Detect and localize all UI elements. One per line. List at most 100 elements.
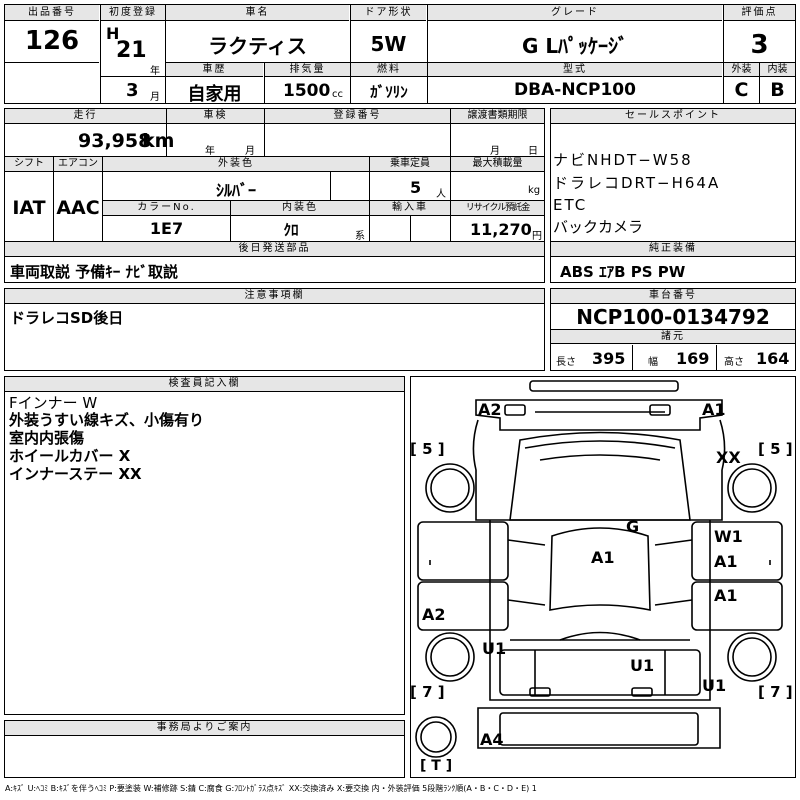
displacement: 1500: [283, 81, 331, 101]
sales-points-panel: [550, 108, 796, 283]
height: 164: [756, 349, 790, 368]
fuel-header: 燃料: [351, 63, 427, 77]
sales-point-item: ETC: [553, 196, 588, 214]
caution-header: 注意事項欄: [5, 289, 544, 304]
inspection-month-unit: 月: [245, 146, 255, 157]
interior-grade: B: [770, 79, 785, 101]
lot-number: 126: [24, 26, 80, 56]
chassis-number: NCP100-0134792: [576, 305, 770, 329]
damage-mark: XX: [716, 448, 741, 467]
exterior-grade: C: [734, 79, 749, 101]
later-parts-label: 後日発送部品: [238, 243, 311, 254]
exterior-label: 外装: [731, 64, 752, 75]
recycle-label: リサイクル預託金: [465, 203, 531, 213]
first-registration-label: 初度登録: [109, 7, 157, 18]
damage-mark: A1: [591, 548, 615, 567]
equipment-label: 純正装備: [649, 243, 697, 254]
damage-mark: U1: [630, 656, 655, 675]
damage-mark: W1: [714, 527, 743, 546]
shift-header: シフト: [5, 157, 53, 172]
vehicle-detail-panel: [4, 108, 545, 283]
transfer-deadline-label: 譲渡書類期限: [467, 110, 528, 121]
sales-point-item: バックカメラ: [553, 218, 644, 236]
damage-mark: A1: [714, 586, 738, 605]
inspector-label: 検査員記入欄: [168, 378, 241, 389]
caution-panel: [4, 288, 545, 371]
registration-month: 3: [126, 80, 139, 101]
ext-color-label: 外装色: [218, 158, 254, 169]
recycle-unit: 円: [532, 231, 542, 242]
grade-header: グレード: [428, 5, 722, 21]
chassis-label: 車台番号: [649, 290, 697, 301]
inspector-note: 室内内張傷: [9, 429, 85, 447]
tire-depth-bracket: [ 7 ]: [410, 683, 445, 701]
damage-mark: G: [626, 517, 640, 536]
spare-tire-bracket: [ T ]: [420, 758, 453, 774]
grade: G Lﾊﾟｯｹｰｼﾞ: [521, 34, 629, 58]
inspection-year-unit: 年: [205, 146, 215, 157]
score-label: 評価点: [741, 7, 778, 18]
capacity: 5: [410, 178, 422, 197]
model-code: DBA-NCP100: [514, 80, 636, 100]
office-label: 事務局よりご案内: [156, 722, 253, 733]
damage-diagram: [410, 376, 796, 778]
max-load-header: 最大積載量: [451, 157, 544, 172]
lot-number-header: 出品番号: [5, 5, 99, 21]
damage-mark: A4: [480, 730, 504, 749]
exterior-header: 外装: [724, 63, 759, 77]
registration-number-label: 登録番号: [333, 110, 382, 121]
capacity-unit: 人: [436, 189, 446, 200]
score-header: 評価点: [724, 5, 795, 21]
later-parts: 車両取説 予備ｷｰ ﾅﾋﾞ取説: [10, 263, 178, 281]
history-header: 車歴: [166, 63, 263, 77]
mileage-label: 走行: [73, 110, 98, 121]
capacity-label: 乗車定員: [390, 158, 430, 169]
car-name-label: 車名: [245, 7, 270, 18]
max-load-unit: kg: [528, 185, 541, 196]
equipment: ABS ｴｱB PS PW: [560, 263, 686, 281]
displacement-unit: cc: [332, 89, 343, 100]
transfer-day-unit: 日: [528, 146, 538, 157]
recycle-header: リサイクル預託金: [451, 201, 544, 216]
tire-depth-bracket: [ 5 ]: [758, 440, 793, 458]
car-name: ラクティス: [208, 34, 307, 58]
year-unit: 年: [150, 66, 160, 77]
aircon: AAC: [56, 197, 100, 219]
registration-number-header: 登録番号: [265, 109, 450, 124]
inspector-panel: [4, 376, 405, 715]
spec-label: 諸元: [661, 331, 685, 342]
interior-header: 内装: [760, 63, 795, 77]
era-prefix: H: [106, 24, 120, 43]
transfer-deadline-header: 譲渡書類期限: [451, 109, 544, 124]
sales-point-item: ナビNHDT−W58: [553, 151, 693, 169]
recycle-fee: 11,270: [470, 220, 532, 239]
exterior-color: ｼﾙﾊﾞｰ: [215, 181, 256, 200]
chassis-panel: [550, 288, 796, 371]
tire-depth-bracket: [ 7 ]: [758, 683, 793, 701]
sales-point-item: ドラレコDRT−H64A: [553, 174, 721, 192]
inspector-header: 検査員記入欄: [5, 377, 404, 392]
inspection-header: 車検: [167, 109, 264, 124]
inspection-label: 車検: [203, 110, 228, 121]
chassis-header: 車台番号: [551, 289, 795, 304]
sales-points-header: セールスポイント: [551, 109, 795, 124]
aircon-label: エアコン: [58, 158, 98, 169]
int-color-label: 内装色: [282, 202, 318, 213]
history-label: 車歴: [202, 64, 227, 75]
inspector-note: 外装うすい線キズ、小傷有り: [9, 411, 205, 429]
score: 3: [750, 30, 769, 60]
damage-mark: U1: [702, 676, 727, 695]
import-label: 輸入車: [392, 202, 428, 213]
transfer-month-unit: 月: [490, 146, 500, 157]
inspector-note: ホイールカバー X: [9, 447, 131, 465]
damage-mark: A2: [478, 400, 502, 419]
height-label: 高さ: [724, 357, 744, 368]
spec-header: 諸元: [551, 330, 795, 344]
door-header: ドア形状: [351, 5, 426, 21]
mileage-header: 走行: [5, 109, 166, 124]
interior-color-unit: 系: [355, 231, 365, 242]
model-label: 型式: [563, 64, 587, 75]
fuel: ｶﾞｿﾘﾝ: [370, 83, 408, 101]
interior-label: 内装: [767, 64, 788, 75]
top-info-panel: [4, 4, 796, 104]
